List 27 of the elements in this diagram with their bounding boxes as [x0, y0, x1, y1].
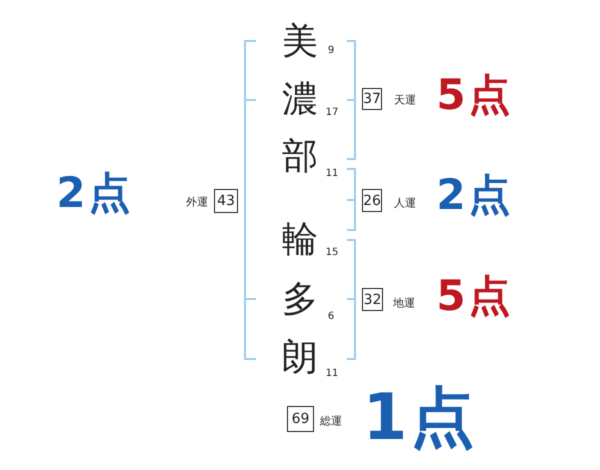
name-character: 濃 [282, 82, 318, 118]
score: 5点 [436, 275, 514, 317]
name-character: 多 [282, 282, 318, 318]
score: 2点 [56, 172, 134, 214]
name-character: 美 [282, 24, 318, 60]
stroke-count: 11 [326, 169, 338, 179]
score: 1点 [362, 386, 478, 450]
fortune-label: 人運 [394, 198, 416, 208]
score: 2点 [436, 174, 514, 216]
fortune-label: 総運 [320, 416, 342, 426]
fortune-label: 地運 [393, 298, 415, 308]
stroke-count: 17 [326, 108, 338, 118]
fortune-label: 外運 [186, 196, 208, 208]
stroke-count: 11 [326, 369, 338, 379]
number-box: 26 [362, 189, 382, 212]
number-box: 32 [362, 288, 383, 311]
stroke-count: 9 [328, 46, 334, 56]
stroke-count: 6 [328, 312, 334, 322]
number-box: 43 [214, 189, 238, 213]
score: 5点 [436, 74, 514, 116]
name-character: 朗 [282, 340, 318, 376]
number-box: 37 [362, 88, 382, 110]
stroke-count: 15 [326, 248, 338, 258]
name-character: 部 [282, 139, 318, 175]
number-box: 69 [287, 406, 314, 432]
fortune-label: 天運 [394, 94, 416, 106]
name-character: 輪 [282, 222, 318, 258]
